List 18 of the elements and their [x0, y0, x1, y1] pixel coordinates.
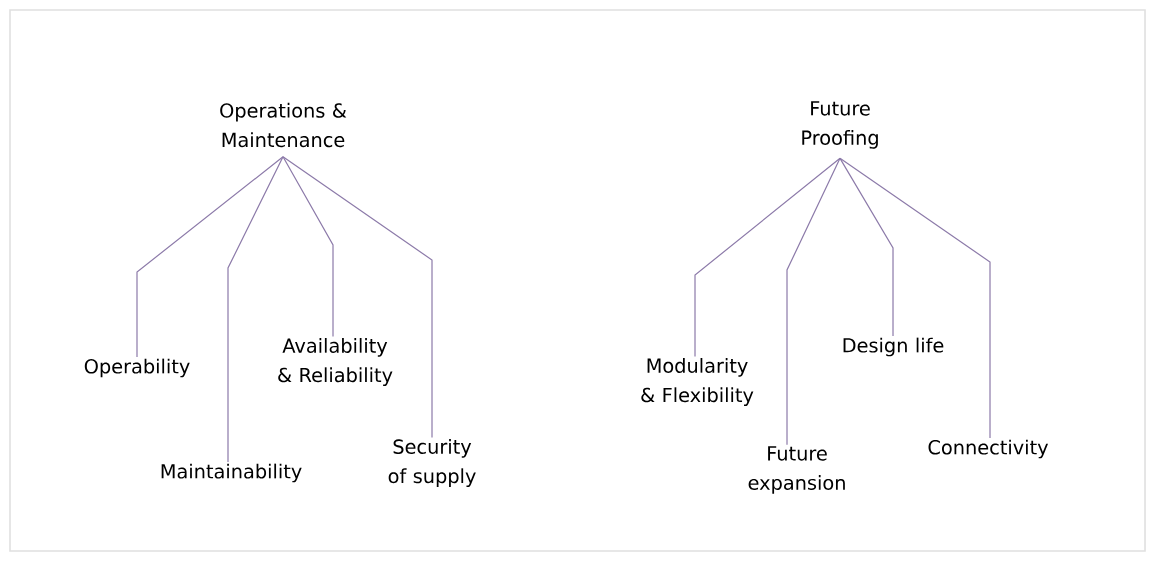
- node-label: Maintainability: [161, 463, 302, 483]
- node-label: Connectivity: [928, 439, 1049, 459]
- node-label: Future expansion: [748, 446, 845, 494]
- node-label: Modularity & Flexibility: [641, 357, 754, 406]
- node-label: Operations & Maintenance: [220, 102, 347, 148]
- node-label: Security of supply: [388, 438, 476, 487]
- connector-line: [839, 157, 991, 439]
- connector-line: [136, 156, 284, 358]
- node-label: Design life: [843, 337, 944, 357]
- connector-line: [282, 156, 334, 337]
- node-label: Future Proofing: [802, 101, 878, 149]
- connector-line: [694, 157, 841, 357]
- node-label: Operability: [84, 358, 190, 378]
- connector-line: [227, 156, 284, 463]
- connector-line: [839, 157, 894, 337]
- connector-line: [282, 156, 433, 438]
- connector-line: [786, 157, 841, 446]
- node-label: Availability & Reliability: [278, 337, 393, 386]
